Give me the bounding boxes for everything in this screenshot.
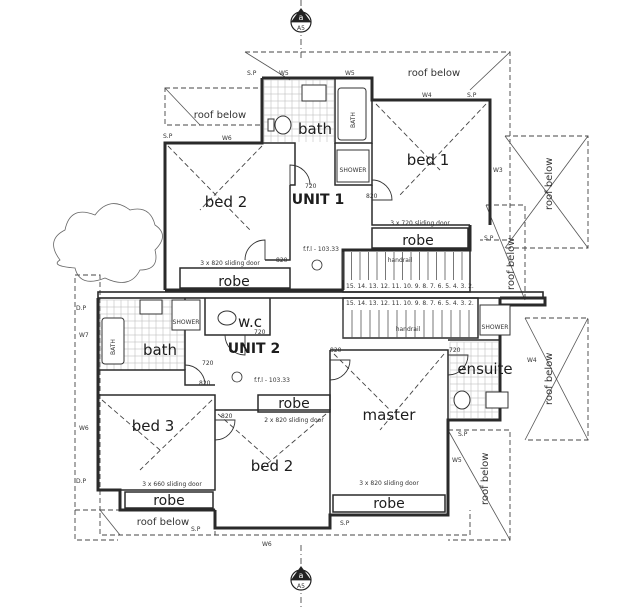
tag-w3: W3: [493, 167, 503, 174]
tag-dp1: D.P: [76, 305, 87, 312]
note-sliding-bed1: 3 x 720 sliding door: [390, 220, 450, 227]
note-ffl-unit1: f.f.l - 103.33: [303, 246, 339, 253]
note-handrail-lower: handrail: [396, 326, 421, 333]
tag-w4: W4: [422, 92, 432, 99]
roof-label-bottom-right: roof below: [480, 453, 491, 505]
tag-w5b: W5: [345, 70, 355, 77]
section-sheet-bottom: A5: [297, 583, 305, 590]
tag-sp7: S.P: [191, 526, 201, 533]
tag-w6b: W6: [79, 425, 89, 432]
note-ffl-unit2: f.f.l - 103.33: [254, 377, 290, 384]
tag-w6: W6: [222, 135, 232, 142]
note-bath-lower: BATH: [110, 339, 117, 355]
note-sliding-bed2: 3 x 820 sliding door: [200, 260, 260, 267]
dim-720-bath: 720: [202, 360, 214, 367]
roof-label-bottom-left: roof below: [137, 517, 189, 528]
dim-720-wc: 720: [254, 329, 266, 336]
robe-hall: robe: [278, 396, 310, 412]
tree-outline: [53, 203, 163, 283]
unit2-label: UNIT 2: [228, 341, 280, 357]
unit1-label: UNIT 1: [292, 192, 344, 208]
door-swings: [184, 164, 469, 441]
section-marker-top: a A5: [290, 0, 312, 60]
tag-w6c: W6: [262, 541, 272, 548]
tag-sp3: S.P: [163, 133, 173, 140]
dim-820-bed1: 820: [366, 193, 378, 200]
roof-label-right-upper-1: roof below: [544, 158, 555, 210]
robe-master: robe: [373, 496, 405, 512]
note-handrail-upper: handrail: [388, 257, 413, 264]
roof-label-right-upper-2: roof below: [506, 238, 517, 290]
roof-label-right-lower: roof below: [544, 353, 555, 405]
note-sliding-bed3: 3 x 660 sliding door: [142, 481, 202, 488]
note-sliding-master: 3 x 820 sliding door: [359, 480, 419, 487]
dim-820-bed3: 820: [221, 413, 233, 420]
dim-820-master: 820: [330, 347, 342, 354]
note-stair-lower: 15. 14. 13. 12. 11. 10. 9. 8. 7. 6. 5. 4…: [346, 300, 474, 307]
ceiling-hips: [101, 103, 487, 471]
room-bed2-lower: bed 2: [251, 457, 294, 475]
tag-sp2: S.P: [467, 92, 477, 99]
party-wall: [97, 291, 544, 299]
roof-label-top-right: roof below: [408, 68, 460, 79]
note-bath-upper: BATH: [350, 112, 357, 128]
tag-w5c: W5: [452, 457, 462, 464]
robe-bed3: robe: [153, 493, 185, 509]
roof-label-top-left: roof below: [194, 110, 246, 121]
note-shower-upper: SHOWER: [340, 167, 367, 174]
tag-w7: W7: [79, 332, 89, 339]
room-bed3: bed 3: [132, 417, 175, 435]
room-wc: w.c: [238, 313, 262, 331]
robe-bed2-upper: robe: [218, 274, 250, 290]
note-shower-lower: SHOWER: [173, 319, 200, 326]
tag-sp6: S.P: [340, 520, 350, 527]
robe-bed1: robe: [402, 233, 434, 249]
tag-dp2: D.P: [76, 478, 87, 485]
section-marker-bottom: a A5: [290, 545, 312, 608]
room-master: master: [363, 406, 417, 424]
dim-720-ensuite: 720: [449, 347, 461, 354]
room-bath-upper: bath: [298, 120, 332, 138]
tag-sp4: S.P: [484, 235, 494, 242]
note-shower-ensuite: SHOWER: [482, 324, 509, 331]
note-stair-upper: 15. 14. 13. 12. 11. 10. 9. 8. 7. 6. 5. 4…: [346, 283, 474, 290]
room-bath-lower: bath: [143, 341, 177, 359]
dim-820-hall: 820: [199, 380, 211, 387]
section-letter-top: a: [299, 13, 304, 22]
room-bed1: bed 1: [407, 151, 450, 169]
dim-820-bed2: 820: [276, 257, 288, 264]
dim-720-unit1: 720: [305, 183, 317, 190]
section-letter-bottom: a: [299, 571, 304, 580]
smoke-alarm-symbols: [231, 259, 323, 383]
tag-sp5: S.P: [458, 431, 468, 438]
room-ensuite: ensuite: [457, 360, 512, 378]
roof-outlines: [74, 51, 589, 541]
room-bed2-upper: bed 2: [205, 193, 248, 211]
note-sliding-hall: 2 x 820 sliding door: [264, 417, 324, 424]
section-sheet-top: A5: [297, 25, 305, 32]
fixtures: [101, 84, 511, 410]
tag-sp1: S.P: [247, 70, 257, 77]
tag-w4b: W4: [527, 357, 537, 364]
tag-w5a: W5: [279, 70, 289, 77]
